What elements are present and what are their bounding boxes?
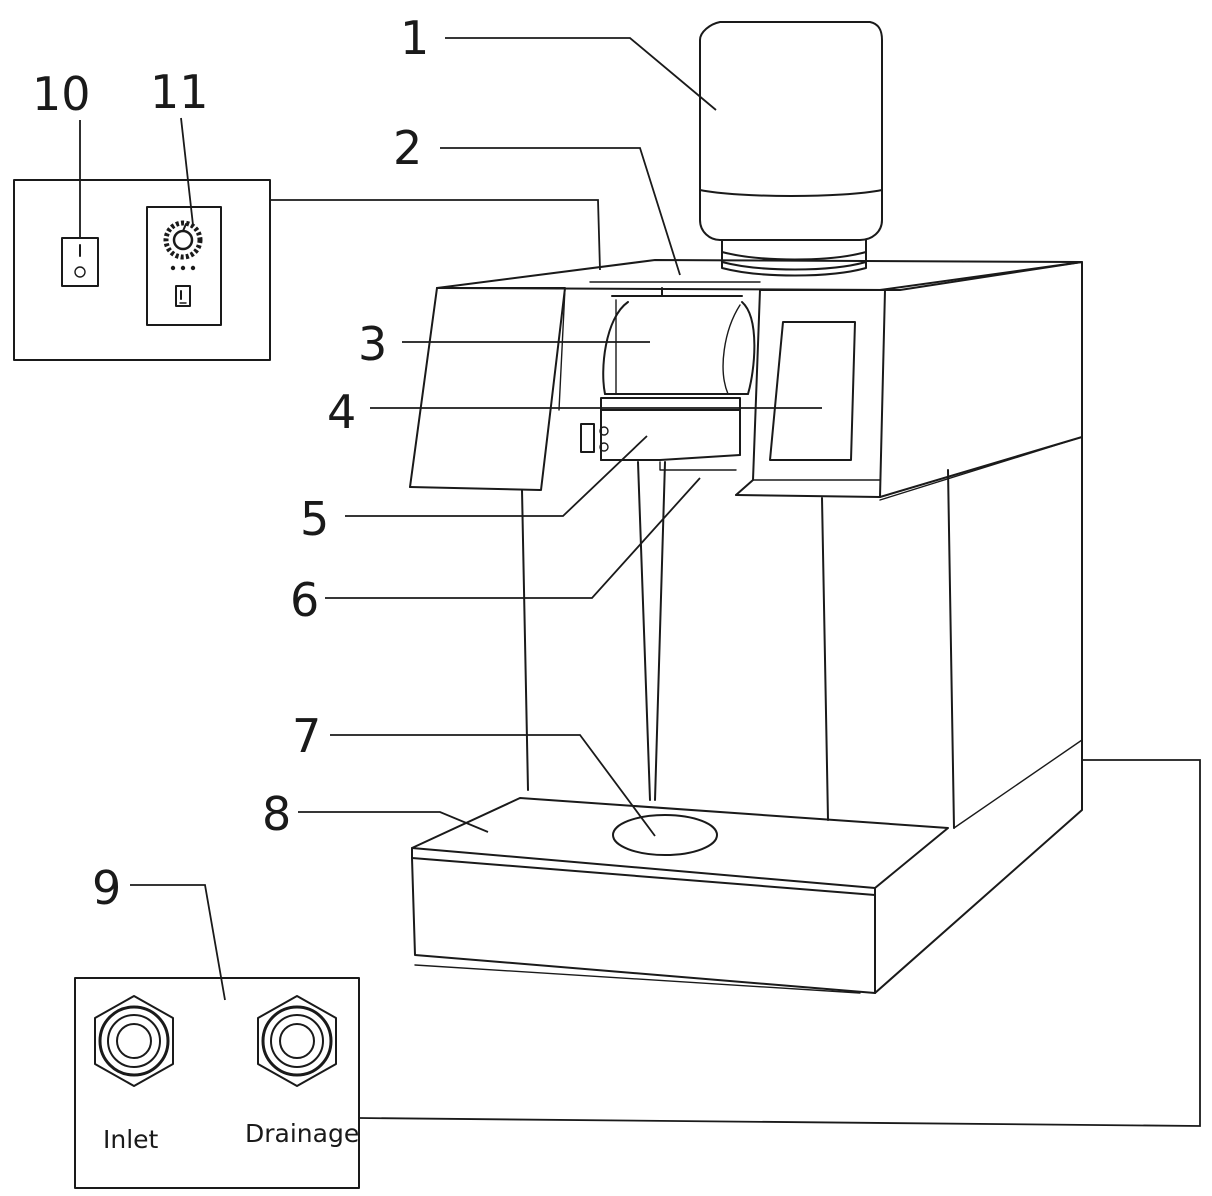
machine-body [409, 21, 1083, 994]
inlet-fitting-icon [94, 995, 174, 1087]
number-labels: 1 2 3 4 5 6 7 8 9 10 11 [32, 11, 429, 915]
temperature-knob [146, 206, 222, 326]
label-7: 7 [292, 709, 321, 763]
label-11: 11 [150, 65, 209, 119]
callout-leaders [79, 37, 822, 1001]
ports-callout: Inlet Drainage [74, 759, 1201, 1189]
label-1: 1 [400, 11, 429, 65]
label-6: 6 [290, 573, 319, 627]
power-switch [61, 237, 99, 287]
knob-dial-icon [163, 220, 203, 260]
label-5: 5 [300, 492, 329, 546]
label-4: 4 [327, 385, 356, 439]
label-10: 10 [32, 67, 91, 121]
label-2: 2 [393, 121, 422, 175]
drainage-fitting-icon [257, 995, 337, 1087]
drainage-label: Drainage [245, 1119, 359, 1148]
label-8: 8 [262, 787, 291, 841]
label-9: 9 [92, 861, 121, 915]
inlet-label: Inlet [103, 1125, 159, 1154]
label-3: 3 [358, 317, 387, 371]
control-panel-callout [13, 179, 601, 361]
